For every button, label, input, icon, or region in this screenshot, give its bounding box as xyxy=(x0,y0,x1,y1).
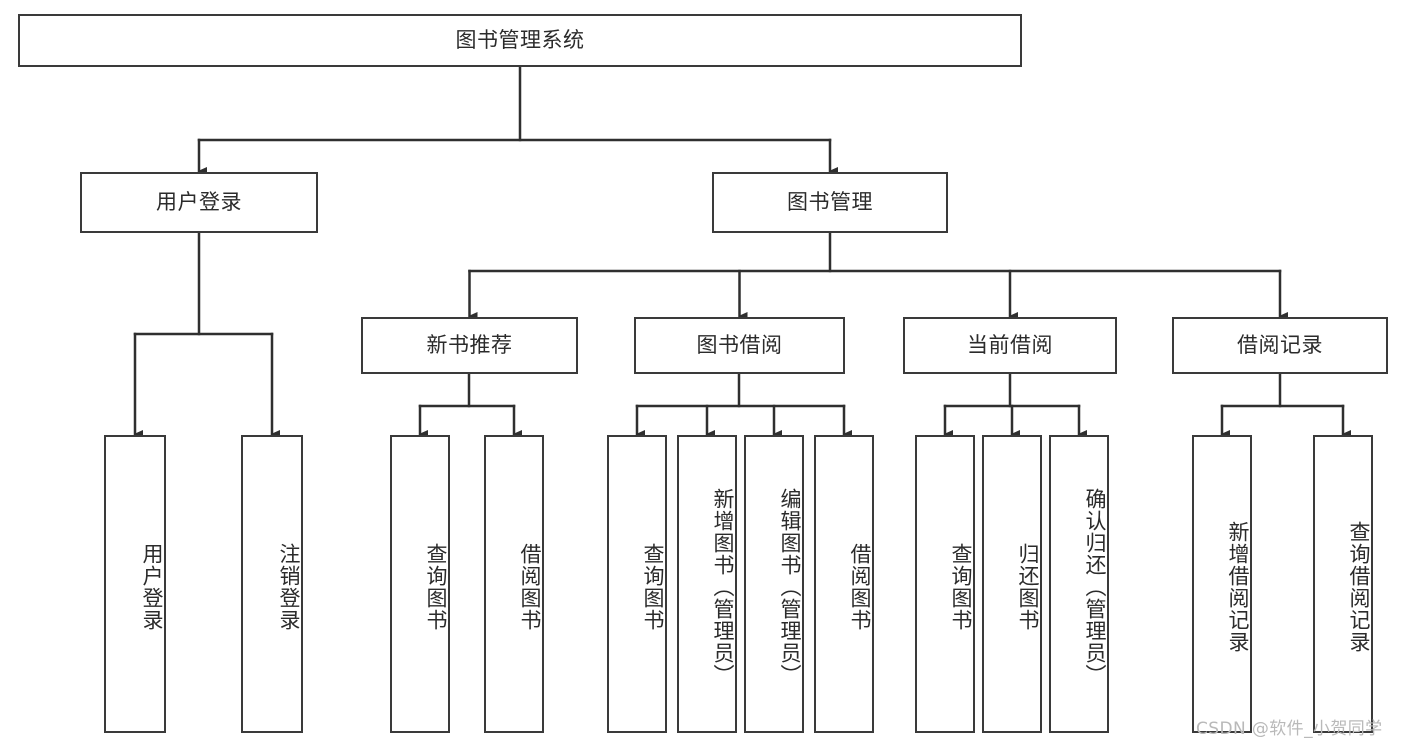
node-label: 查询图书 xyxy=(641,543,665,631)
node-label: 当前借阅 xyxy=(967,333,1053,358)
node-label: 编辑图书（管理员） xyxy=(778,488,802,686)
node-label: 新书推荐 xyxy=(426,333,513,358)
node-label: 查询借阅记录 xyxy=(1347,521,1371,653)
node-new-book-rec[interactable]: 新书推荐 xyxy=(361,317,578,374)
node-leaf-confirm-return[interactable]: 确认归还（管理员） xyxy=(1049,435,1109,733)
node-label: 借阅图书 xyxy=(518,543,542,631)
node-label: 图书管理系统 xyxy=(455,28,585,53)
node-leaf-logout[interactable]: 注销登录 xyxy=(241,435,303,733)
node-root[interactable]: 图书管理系统 xyxy=(18,14,1022,67)
node-label: 确认归还（管理员） xyxy=(1083,488,1107,686)
node-leaf-edit-book[interactable]: 编辑图书（管理员） xyxy=(744,435,804,733)
node-label: 查询图书 xyxy=(424,543,448,631)
node-label: 归还图书 xyxy=(1016,543,1040,631)
csdn-watermark: CSDN @软件_小贺同学 xyxy=(1196,719,1383,739)
node-label: 新增借阅记录 xyxy=(1226,521,1250,653)
node-leaf-query-book-1[interactable]: 查询图书 xyxy=(390,435,450,733)
node-label: 查询图书 xyxy=(949,543,973,631)
node-leaf-add-record[interactable]: 新增借阅记录 xyxy=(1192,435,1252,733)
node-user-login[interactable]: 用户登录 xyxy=(80,172,318,233)
tree-connectors xyxy=(133,65,1351,438)
node-leaf-return-book[interactable]: 归还图书 xyxy=(982,435,1042,733)
node-leaf-query-book-2[interactable]: 查询图书 xyxy=(607,435,667,733)
node-borrow-record[interactable]: 借阅记录 xyxy=(1172,317,1388,374)
node-book-manage[interactable]: 图书管理 xyxy=(712,172,948,233)
node-leaf-borrow-book-1[interactable]: 借阅图书 xyxy=(484,435,544,733)
node-label: 图书借阅 xyxy=(696,333,783,358)
node-current-borrow[interactable]: 当前借阅 xyxy=(903,317,1117,374)
node-label: 用户登录 xyxy=(156,190,242,215)
node-leaf-user-login[interactable]: 用户登录 xyxy=(104,435,166,733)
node-label: 借阅图书 xyxy=(848,543,872,631)
node-leaf-borrow-book-2[interactable]: 借阅图书 xyxy=(814,435,874,733)
node-leaf-query-record[interactable]: 查询借阅记录 xyxy=(1313,435,1373,733)
node-leaf-add-book[interactable]: 新增图书（管理员） xyxy=(677,435,737,733)
node-label: 图书管理 xyxy=(787,190,873,215)
node-leaf-query-book-3[interactable]: 查询图书 xyxy=(915,435,975,733)
node-label: 新增图书（管理员） xyxy=(711,488,735,686)
node-label: 用户登录 xyxy=(140,543,164,631)
node-label: 注销登录 xyxy=(277,543,301,631)
node-book-borrow[interactable]: 图书借阅 xyxy=(634,317,845,374)
node-label: 借阅记录 xyxy=(1237,333,1323,358)
